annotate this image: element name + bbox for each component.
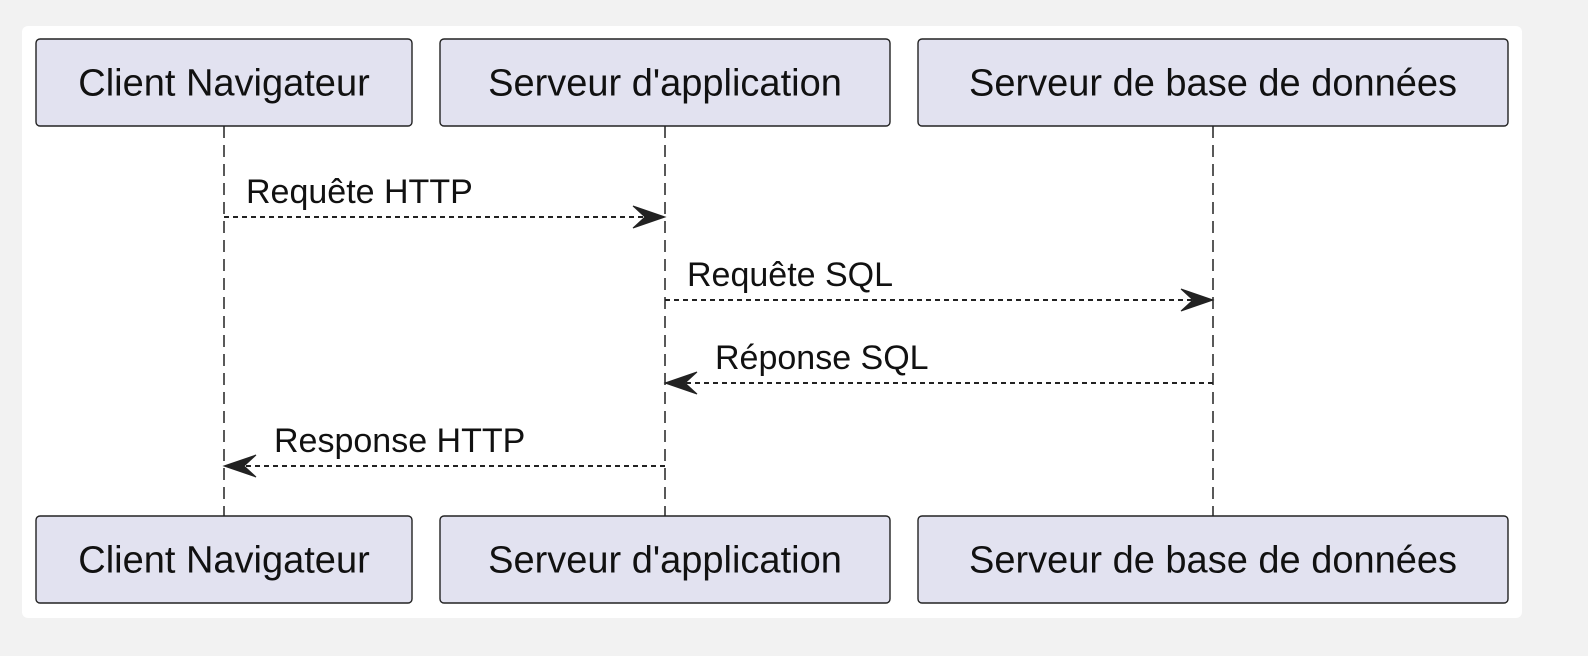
participant-client-bottom: Client Navigateur: [35, 515, 413, 604]
participant-db-bottom: Serveur de base de données: [917, 515, 1509, 604]
message-label: Requête SQL: [687, 256, 893, 294]
message-3: Réponse SQL: [663, 339, 1213, 395]
arrowhead-icon: [632, 205, 667, 229]
participant-box: [917, 515, 1509, 604]
message-label: Response HTTP: [274, 422, 525, 460]
message-label: Réponse SQL: [715, 339, 929, 377]
participant-label: Serveur d'application: [488, 63, 842, 105]
participant-app-bottom: Serveur d'application: [439, 515, 891, 604]
message-1: Requête HTTP: [224, 173, 667, 229]
arrowhead-icon: [663, 371, 698, 395]
messages: Requête HTTP Requête SQL Réponse SQL Respon…: [222, 173, 1215, 478]
message-label: Requête HTTP: [246, 173, 473, 211]
lifelines: [223, 126, 1214, 516]
participant-box: [439, 515, 891, 604]
participant-label: Serveur de base de données: [969, 63, 1457, 105]
participant-app-top: Serveur d'application: [439, 38, 891, 127]
participant-label: Serveur de base de données: [969, 540, 1457, 582]
arrowhead-icon: [222, 454, 257, 478]
participant-label: Client Navigateur: [78, 63, 370, 105]
participant-label: Serveur d'application: [488, 540, 842, 582]
participant-client-top: Client Navigateur: [35, 38, 413, 127]
participant-box: [917, 38, 1509, 127]
participant-box: [439, 38, 891, 127]
participant-box: [35, 38, 413, 127]
participant-label: Client Navigateur: [78, 540, 370, 582]
arrowhead-icon: [1180, 288, 1215, 312]
message-2: Requête SQL: [665, 256, 1215, 312]
participant-box: [35, 515, 413, 604]
message-4: Response HTTP: [222, 422, 665, 478]
participant-db-top: Serveur de base de données: [917, 38, 1509, 127]
